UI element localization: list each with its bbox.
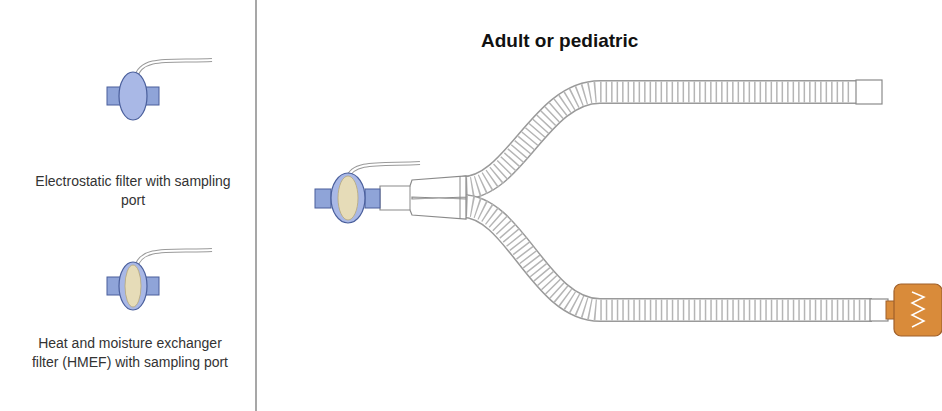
filter-caption: Electrostatic filter with sampling port	[23, 172, 243, 210]
breathing-circuit	[315, 80, 942, 336]
electrostatic-filter	[107, 60, 212, 120]
diagram-title: Adult or pediatric	[481, 30, 638, 52]
divider-line	[255, 0, 257, 411]
hmef-filter	[107, 250, 212, 310]
filter-caption: Heat and moisture exchanger filter (HMEF…	[30, 334, 230, 372]
